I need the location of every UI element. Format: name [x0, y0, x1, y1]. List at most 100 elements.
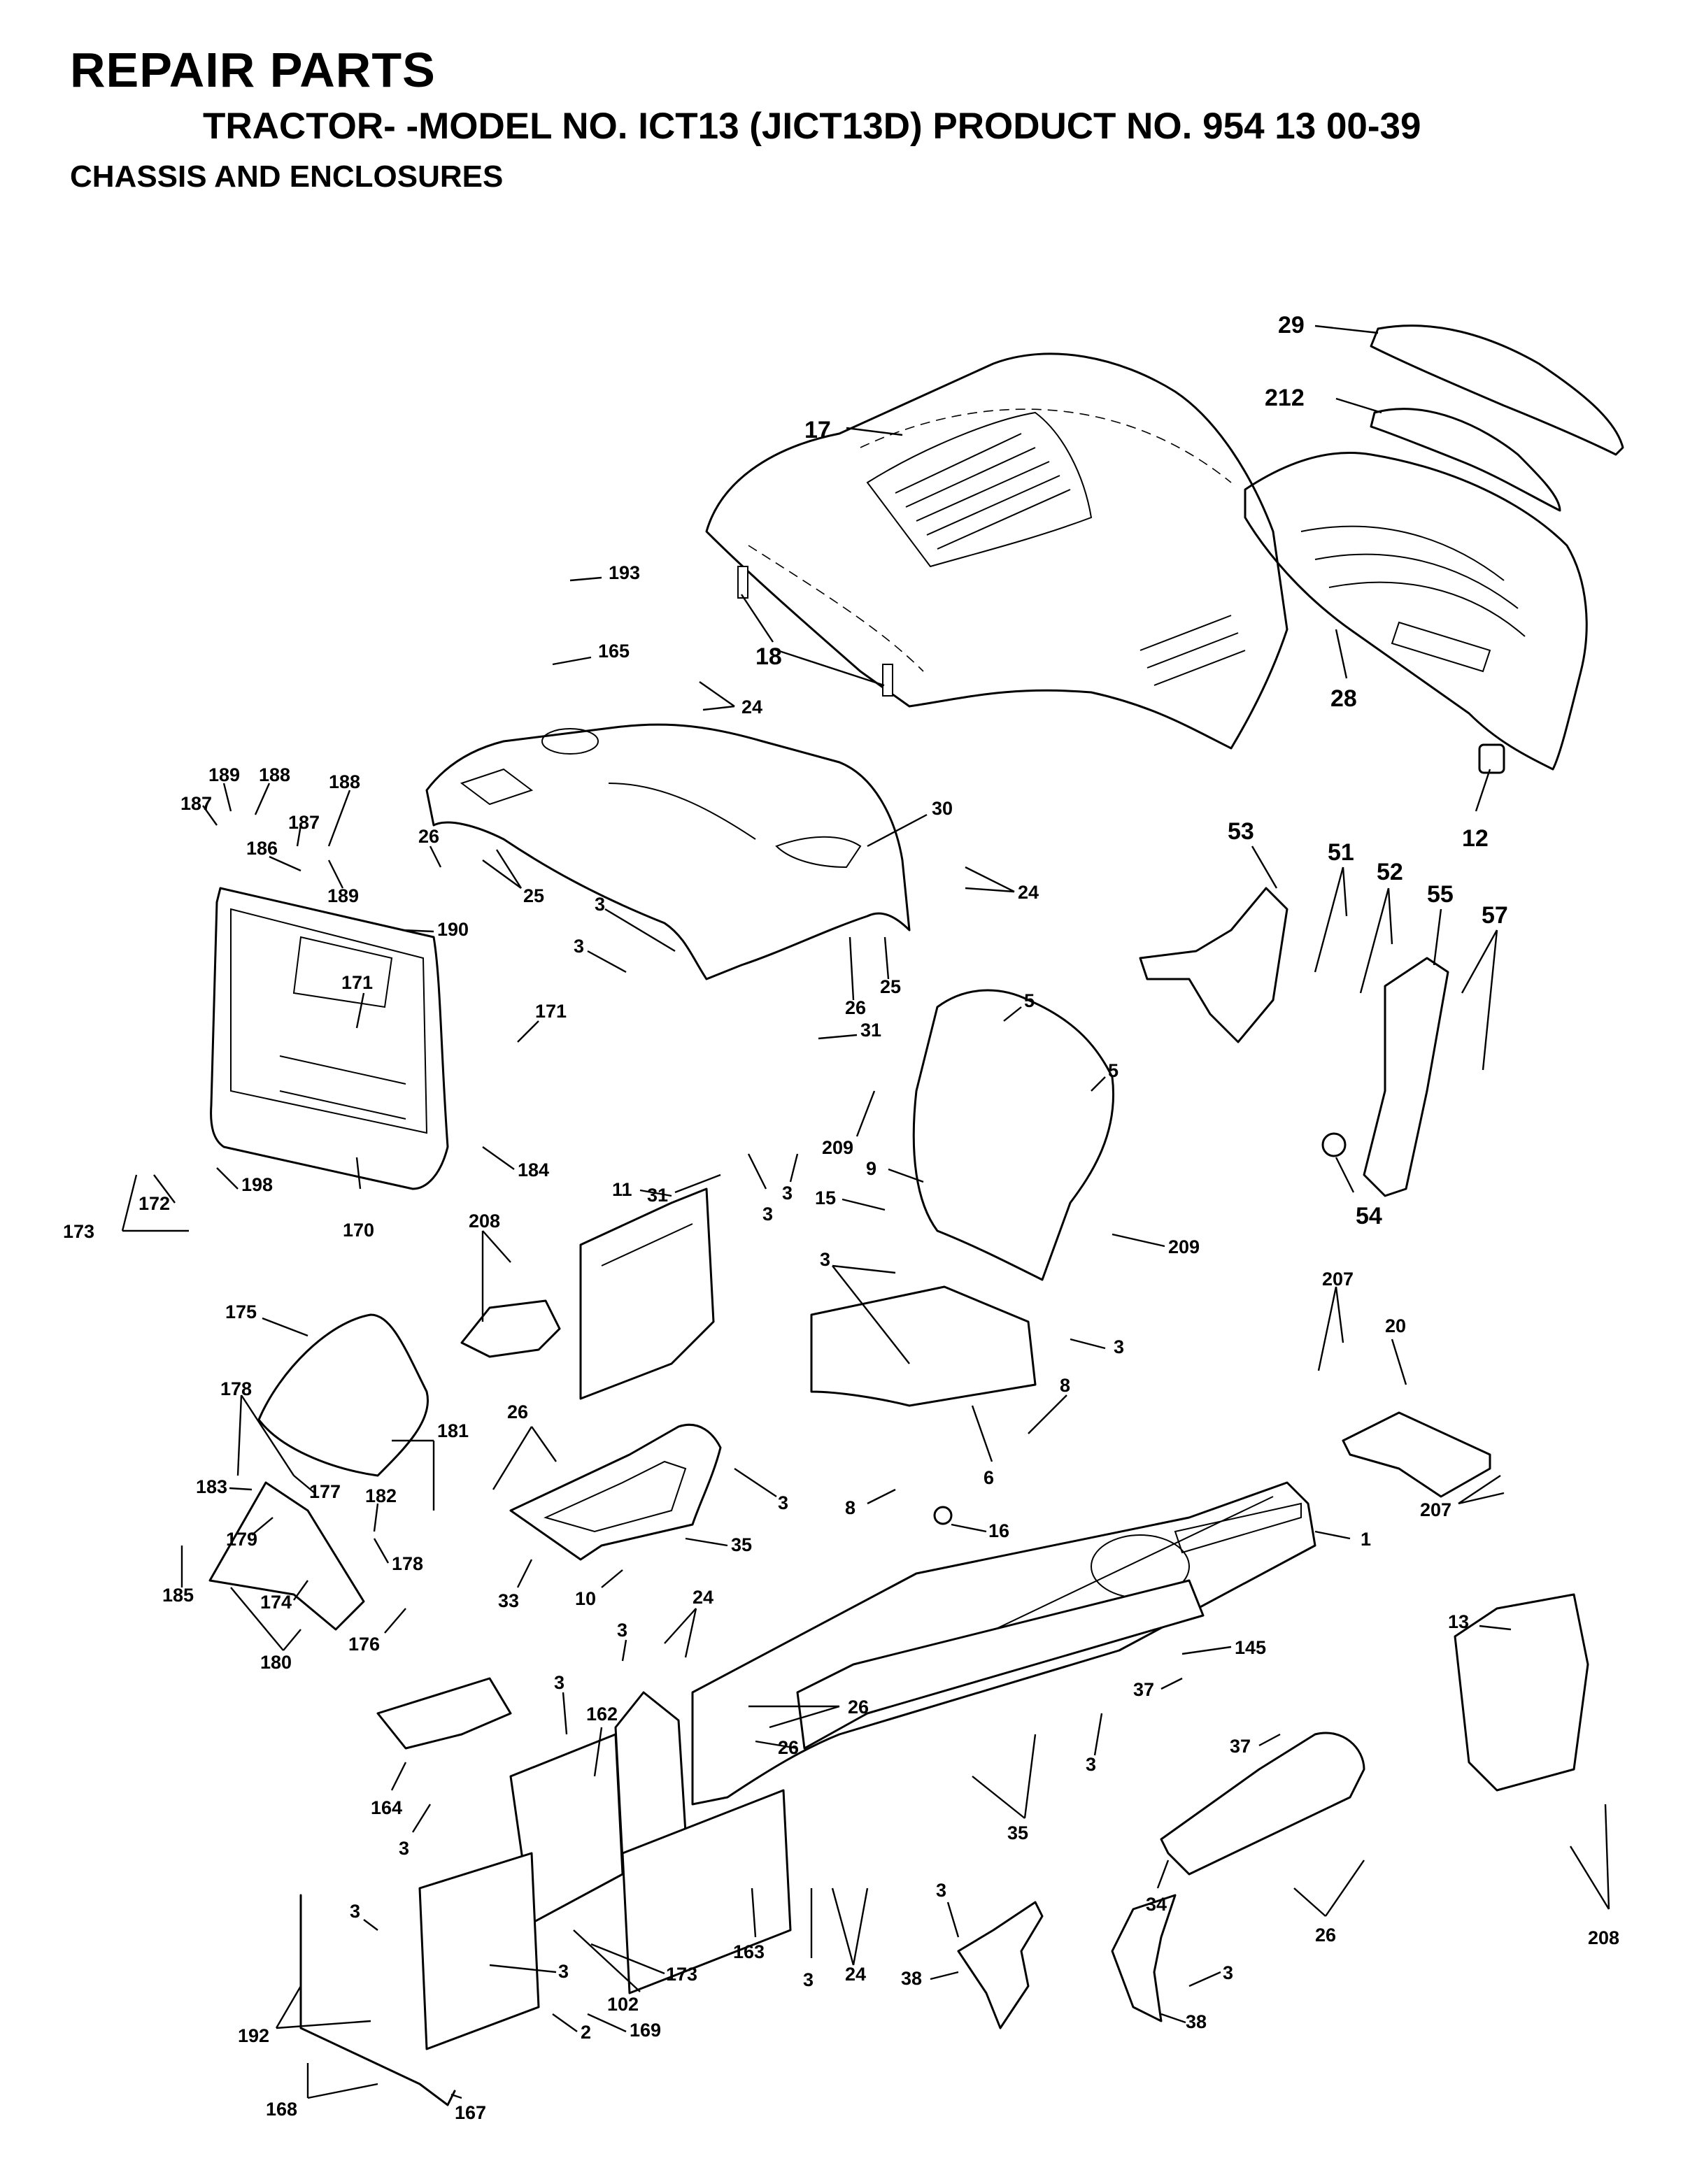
callout-193: 193	[569, 562, 640, 583]
callout-162: 162	[586, 1704, 618, 1777]
label-162: 162	[586, 1704, 618, 1725]
bracket-part-164	[376, 1677, 512, 1750]
section-title: CHASSIS AND ENCLOSURES	[70, 159, 504, 194]
model-line: TRACTOR- -MODEL NO. ICT13 (JICT13D) PROD…	[203, 106, 1421, 147]
label-183: 183	[196, 1476, 227, 1497]
label-52: 52	[1377, 859, 1403, 885]
callout-35-b: 35	[972, 1734, 1037, 1843]
label-190: 190	[437, 919, 469, 940]
label-3-j: 3	[554, 1672, 565, 1693]
label-28: 28	[1330, 685, 1357, 712]
hood-part-17	[705, 352, 1288, 750]
bracket-part-11	[579, 1187, 715, 1400]
label-30: 30	[932, 798, 953, 819]
callout-164: 164	[371, 1762, 407, 1818]
callout-3-a: 3	[595, 894, 676, 952]
callout-10: 10	[575, 1569, 623, 1609]
callout-11: 11	[612, 1179, 672, 1200]
callout-3-d: 3	[782, 1153, 799, 1204]
callout-3-b: 3	[574, 936, 627, 973]
callout-3-o: 3	[936, 1880, 960, 1938]
callout-26-mid: 26	[845, 936, 866, 1018]
label-3-n: 3	[803, 1969, 814, 1990]
label-178-b: 178	[392, 1553, 423, 1574]
label-3-m: 3	[558, 1961, 569, 1982]
callout-3-j: 3	[554, 1672, 568, 1735]
label-3-g: 3	[778, 1492, 788, 1513]
callout-172: 172	[139, 1174, 176, 1214]
label-38-right: 38	[1186, 2011, 1207, 2032]
label-192: 192	[238, 2025, 269, 2046]
frame-rail-part-1	[691, 1481, 1316, 1806]
label-171-a: 171	[341, 972, 373, 993]
label-172: 172	[139, 1193, 170, 1214]
callout-3-h: 3	[617, 1620, 627, 1662]
callout-165: 165	[552, 641, 630, 666]
callout-178-a: 178	[220, 1378, 295, 1476]
label-8-b: 8	[845, 1497, 855, 1518]
callout-168: 168	[266, 2063, 378, 2120]
callout-182: 182	[365, 1485, 397, 1532]
callout-3-m: 3	[489, 1961, 569, 1982]
label-17: 17	[804, 417, 831, 443]
callout-198: 198	[216, 1167, 273, 1195]
label-24-right: 24	[1018, 882, 1039, 903]
trim-part-212	[1370, 408, 1561, 512]
label-189-a: 189	[208, 764, 240, 785]
label-209-b: 209	[1168, 1236, 1200, 1257]
callout-3-g: 3	[734, 1468, 788, 1513]
callout-176: 176	[348, 1608, 406, 1655]
callout-5-b: 5	[1091, 1060, 1119, 1092]
label-207-a: 207	[1322, 1269, 1354, 1290]
label-189-b: 189	[327, 885, 359, 906]
label-34: 34	[1146, 1894, 1167, 1915]
shroud-part-165	[460, 1299, 561, 1358]
callout-145: 145	[1181, 1637, 1266, 1658]
callout-26-d: 26	[748, 1697, 869, 1729]
callout-17: 17	[804, 417, 903, 443]
label-193: 193	[609, 562, 640, 583]
callout-25-left: 25	[482, 849, 544, 906]
label-208-right: 208	[1588, 1927, 1619, 1948]
bracket-part-53	[1139, 887, 1288, 1043]
callout-208-right: 208	[1569, 1804, 1619, 1948]
label-3-f: 3	[1114, 1336, 1124, 1357]
label-212: 212	[1265, 385, 1305, 411]
label-207-b: 207	[1420, 1499, 1451, 1520]
label-3-l: 3	[350, 1901, 360, 1922]
bumper-part-167	[299, 1894, 456, 2106]
pedal-part-174	[208, 1481, 365, 1631]
label-9: 9	[866, 1158, 876, 1179]
label-3-e: 3	[820, 1249, 830, 1270]
callout-207-b: 207	[1420, 1475, 1505, 1520]
callout-3-e: 3	[820, 1249, 910, 1364]
callout-24-c: 24	[831, 1887, 869, 1985]
callout-175: 175	[225, 1301, 308, 1337]
label-188-a: 188	[259, 764, 290, 785]
label-173-b: 173	[666, 1964, 697, 1985]
callout-38-right: 38	[1160, 2011, 1207, 2032]
callout-2: 2	[552, 2013, 591, 2043]
label-3-h: 3	[617, 1620, 627, 1641]
callout-20: 20	[1385, 1315, 1407, 1385]
callout-16: 16	[951, 1520, 1009, 1541]
label-24-c: 24	[845, 1964, 866, 1985]
callout-1: 1	[1314, 1529, 1371, 1550]
callout-180: 180	[230, 1587, 301, 1673]
callout-173-b: 173	[590, 1943, 697, 1985]
callout-55: 55	[1427, 881, 1454, 966]
callout-54: 54	[1335, 1157, 1382, 1229]
label-167: 167	[455, 2102, 486, 2123]
callout-37-b: 37	[1230, 1733, 1281, 1757]
callout-174: 174	[260, 1580, 308, 1613]
label-163: 163	[733, 1941, 765, 1962]
label-164: 164	[371, 1797, 402, 1818]
label-5-b: 5	[1108, 1060, 1119, 1081]
label-26-e: 26	[778, 1737, 799, 1758]
callout-3-f: 3	[1070, 1336, 1124, 1357]
callout-15: 15	[815, 1187, 886, 1211]
label-180: 180	[260, 1652, 292, 1673]
label-186: 186	[246, 838, 278, 859]
label-209-a: 209	[822, 1137, 853, 1158]
callout-190: 190	[402, 919, 469, 940]
